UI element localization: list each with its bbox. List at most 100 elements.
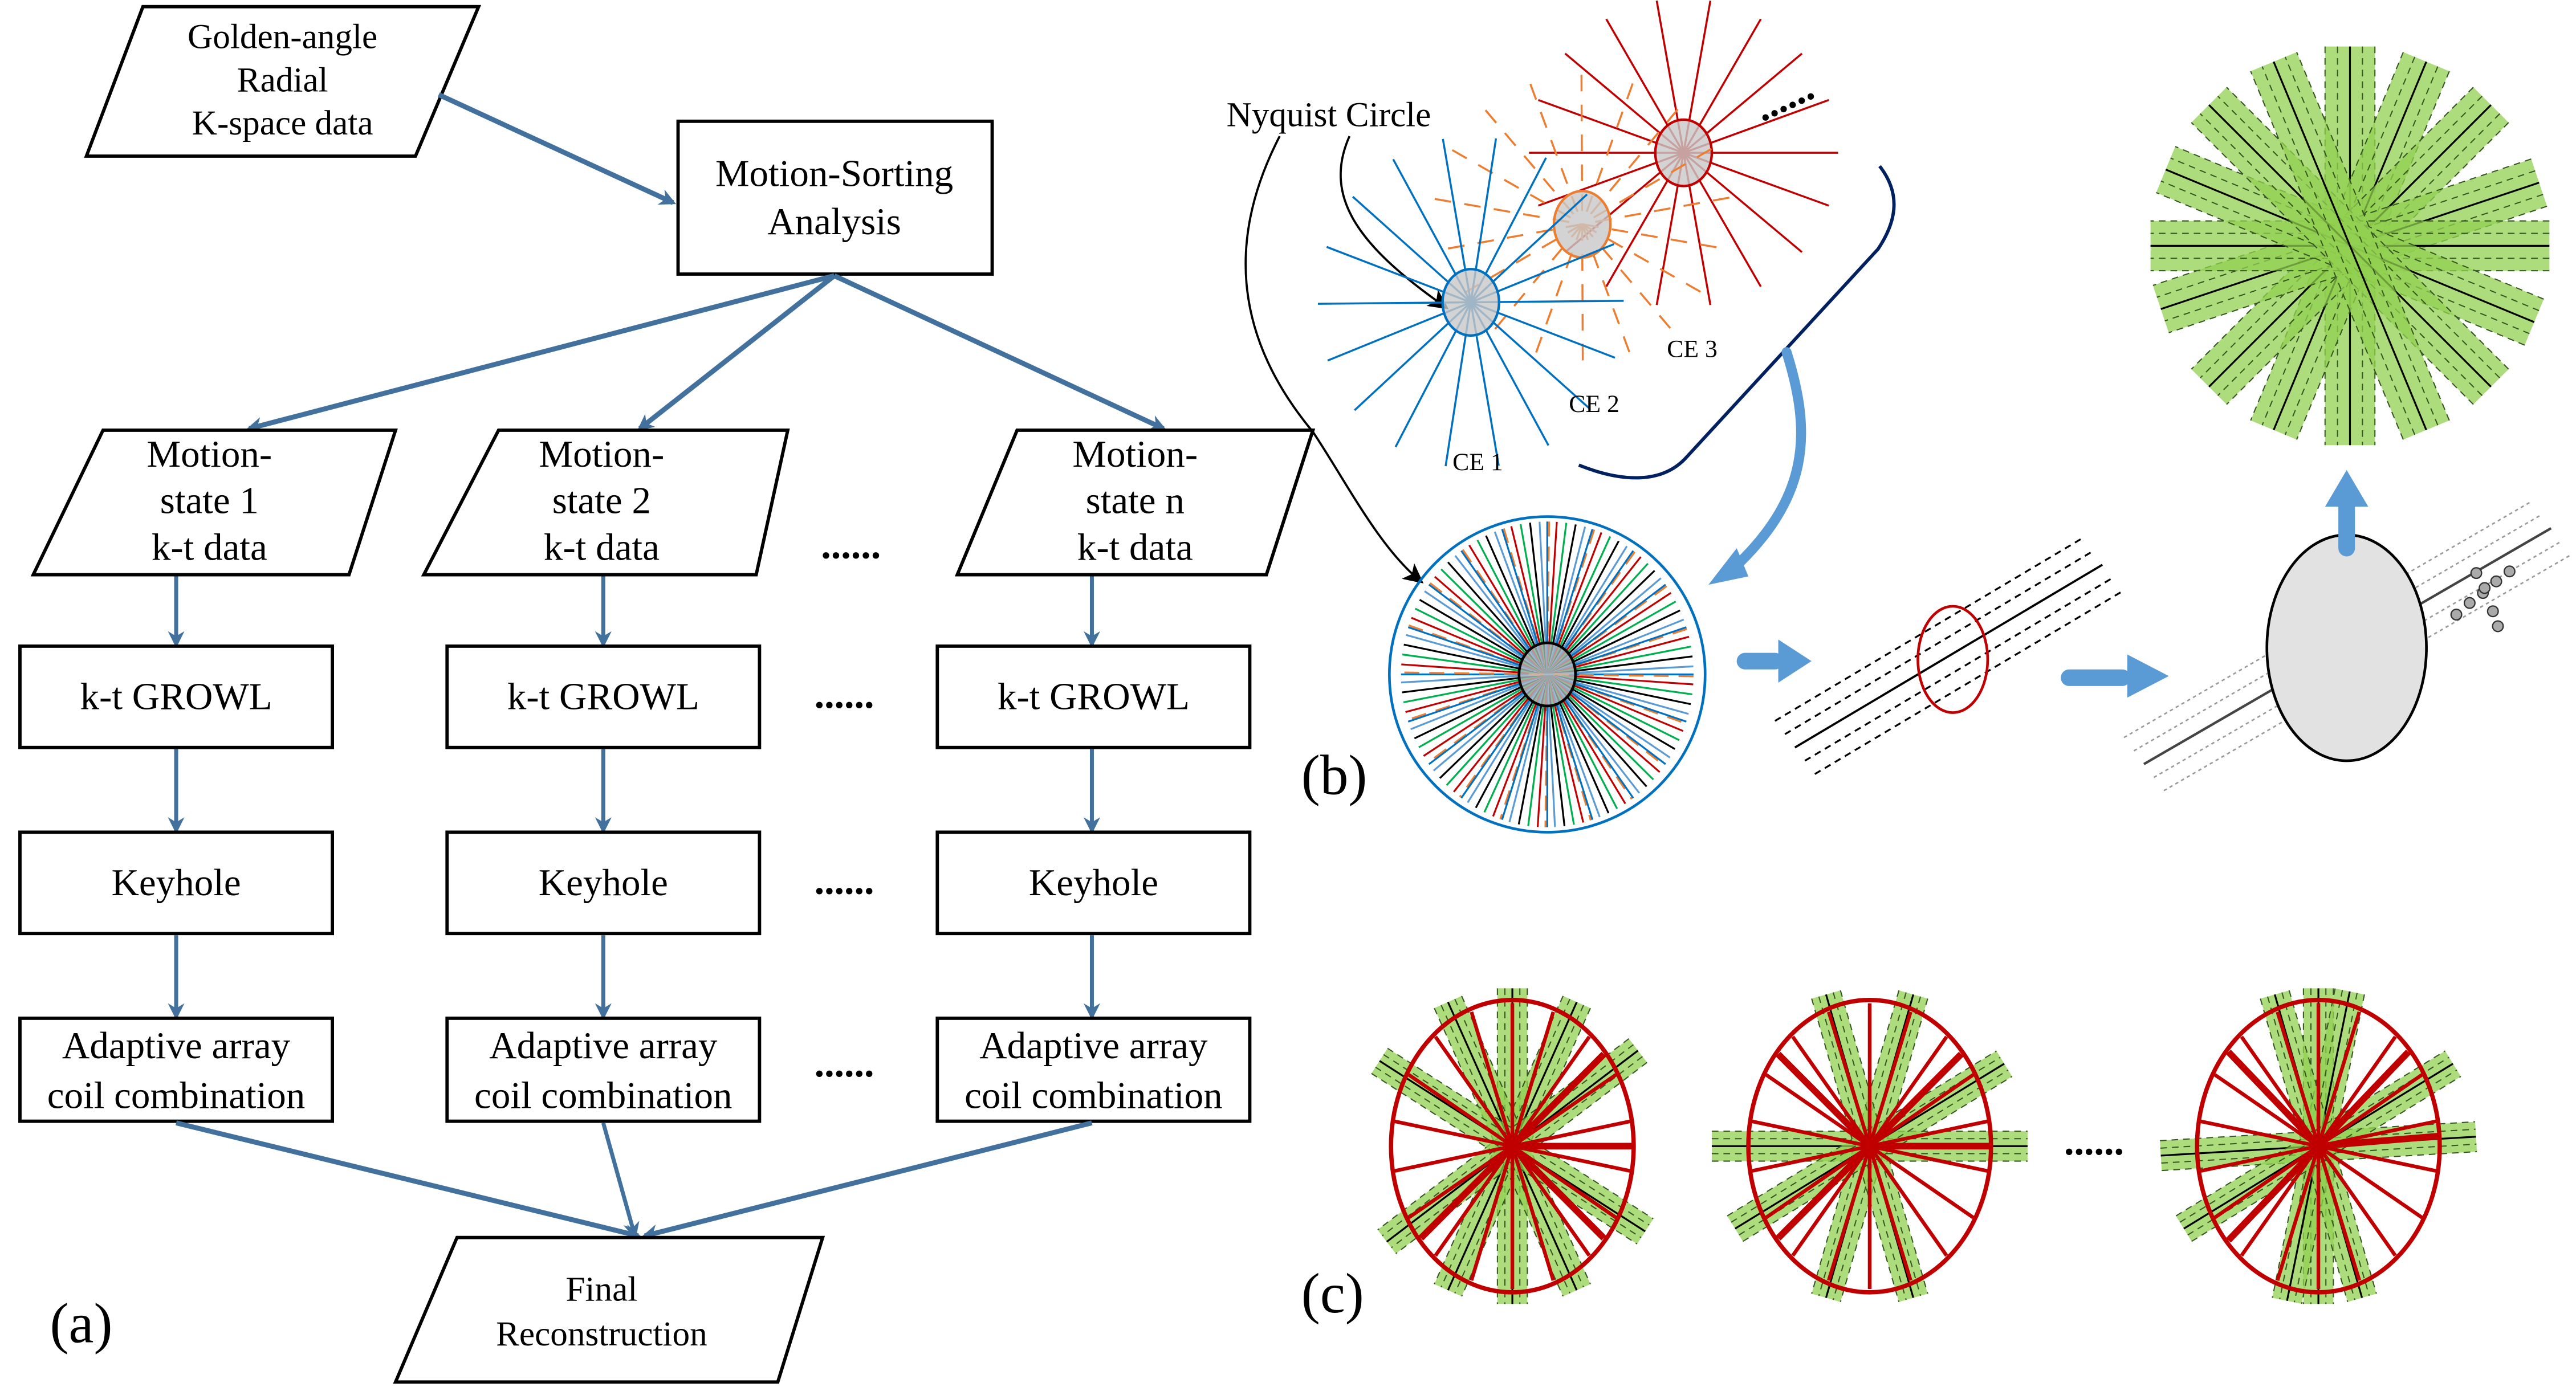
final-line-2: Reconstruction: [496, 1315, 707, 1353]
motion-sorting-node: Motion-Sorting Analysis: [676, 119, 994, 276]
spoke-neighbor-line: [1804, 577, 2113, 762]
big-arrow-combine: [1723, 347, 1806, 578]
gridding-kernel-detail: [2123, 501, 2571, 792]
arrow-sorting-to-state2: [637, 274, 836, 431]
keyhole-label: Keyhole: [539, 861, 668, 904]
wheel-thick-spoke: [1418, 1144, 1515, 1241]
wheel-thick-spoke: [2315, 1050, 2411, 1149]
arrow-sorting-to-staten: [833, 273, 1167, 431]
motion-state-node: Motion- state 2 k-t data: [421, 429, 790, 577]
wheel-spoke-dashed-neighbor: [2279, 990, 2343, 1300]
sorting-line-1: Motion-Sorting: [715, 152, 953, 194]
keyhole-node: Keyhole: [18, 830, 335, 936]
coil-line-1: Adaptive array: [979, 1024, 1208, 1067]
coil-combination-node: Adaptive array coil combination: [18, 1016, 335, 1123]
growl-node: k-t GROWL: [445, 644, 762, 749]
growl-node: k-t GROWL: [935, 644, 1252, 749]
panel-label-c: (c): [1301, 1263, 1364, 1325]
nyquist-pointer-arrow-1: [1340, 136, 1449, 309]
arrow-input-to-sorting: [437, 92, 677, 205]
motion-state-wheel-n: [2159, 988, 2477, 1304]
combined-outer-circle: [1388, 515, 1707, 834]
keyhole-node: Keyhole: [445, 830, 762, 936]
arrow-sorting-to-state1: [246, 273, 835, 434]
ce2-spoke: [1484, 109, 1680, 339]
nyquist-circle-label: Nyquist Circle: [1227, 96, 1431, 134]
coil-line-2: coil combination: [474, 1074, 732, 1116]
panel-label-b: (b): [1301, 744, 1368, 806]
motion-state-wheel-2: [1711, 990, 2028, 1302]
kernel-sample-point: [2463, 597, 2476, 609]
coil-line-1: Adaptive array: [62, 1024, 291, 1067]
kernel-sample-point: [2450, 609, 2463, 621]
ce-ellipsis: ......: [1748, 66, 1821, 130]
sorting-line-2: Analysis: [767, 200, 901, 243]
column-2: Motion- state 2 k-t data k-t GROWL Keyho…: [421, 429, 790, 1123]
ellipsis-growl: ......: [815, 673, 874, 717]
final-reconstruction-node: Final Reconstruction: [393, 1235, 825, 1384]
coil-combination-node: Adaptive array coil combination: [445, 1016, 762, 1123]
growl-label: k-t GROWL: [998, 675, 1190, 718]
spoke-band-detail: [1774, 537, 2123, 775]
arrow-coil1-to-final: [176, 1120, 642, 1241]
panel-a-flowchart: Golden-angle Radial K-space data Motion-…: [18, 5, 1316, 1384]
wheel-outer-red: [1389, 998, 1636, 1295]
wheel-thick-spoke: [1776, 1051, 1873, 1149]
combined-nyquist-circle: [1517, 641, 1577, 708]
ce1-nyquist-circle: [1441, 268, 1500, 337]
kernel-sample-point: [2492, 620, 2504, 633]
ce3-nyquist-circle: [1654, 118, 1714, 187]
spoke-neighbor-line: [1774, 537, 2083, 722]
panel-b: Nyquist Circle CE 1 CE 2 CE 3 ...... (b): [1227, 0, 2571, 834]
ellipsis-coil: ......: [815, 1042, 874, 1086]
coil-combination-node: Adaptive array coil combination: [935, 1016, 1252, 1123]
panel-label-a: (a): [50, 1292, 112, 1355]
wheel-thick-spoke: [1509, 1144, 1606, 1241]
contrast-enhancement-spokes: [1317, 0, 1838, 467]
arrow-coiln-to-final: [641, 1120, 1093, 1241]
wheel-thick-spoke: [2226, 1050, 2321, 1149]
arrow-right-1: [1736, 639, 1812, 683]
wheel-outer-red: [2195, 998, 2442, 1295]
state-line-2: state n: [1086, 479, 1185, 522]
starburst-spoke-dashed-neighbor: [2296, 52, 2450, 421]
input-line-3: K-space data: [192, 104, 373, 142]
nyquist-circle-detail: [1916, 605, 1989, 714]
wheel-outer-red: [1746, 998, 1993, 1295]
spoke-neighbor-line: [1784, 550, 2093, 735]
panel-c: ...... (c): [1301, 988, 2477, 1325]
ce2-nyquist-circle: [1552, 190, 1612, 259]
starburst-spoke-center-line: [2273, 61, 2427, 431]
coil-line-2: coil combination: [965, 1074, 1223, 1116]
arrow-coil2-to-final: [601, 1122, 640, 1239]
motion-state-node: Motion- state n k-t data: [954, 429, 1316, 577]
combined-kspace-circle: [1388, 515, 1707, 834]
final-line-1: Final: [565, 1270, 637, 1308]
ce2-label: CE 2: [1569, 390, 1619, 418]
motion-state-node: Motion- state 1 k-t data: [30, 429, 398, 577]
big-arrow-combine-head: [1708, 548, 1749, 585]
kernel-sample-point: [2503, 565, 2516, 578]
spoke-center-line: [1794, 564, 2103, 749]
coil-line-1: Adaptive array: [489, 1024, 718, 1067]
keyhole-label: Keyhole: [111, 861, 241, 904]
column-n: Motion- state n k-t data k-t GROWL Keyho…: [935, 429, 1316, 1123]
wheel-thick-spoke: [1776, 1144, 1873, 1241]
wheel-spoke-dashed-neighbor: [2293, 993, 2358, 1303]
starburst-spoke-dashed-neighbor: [2250, 71, 2404, 440]
kernel-sample-point: [2490, 575, 2502, 588]
ellipsis-keyhole: ......: [815, 859, 874, 903]
state-line-1: Motion-: [1072, 433, 1198, 475]
ce1-label: CE 1: [1452, 448, 1503, 476]
state-line-1: Motion-: [146, 433, 272, 475]
kernel-circle: [2265, 533, 2428, 762]
input-line-1: Golden-angle: [188, 18, 377, 56]
kernel-sample-point: [2487, 605, 2499, 618]
state-line-2: state 1: [160, 479, 259, 522]
state-line-3: k-t data: [1077, 525, 1193, 568]
keyhole-node: Keyhole: [935, 830, 1252, 936]
growl-node: k-t GROWL: [18, 644, 335, 749]
input-line-2: Radial: [237, 60, 328, 99]
input-data-node: Golden-angle Radial K-space data: [84, 5, 482, 158]
